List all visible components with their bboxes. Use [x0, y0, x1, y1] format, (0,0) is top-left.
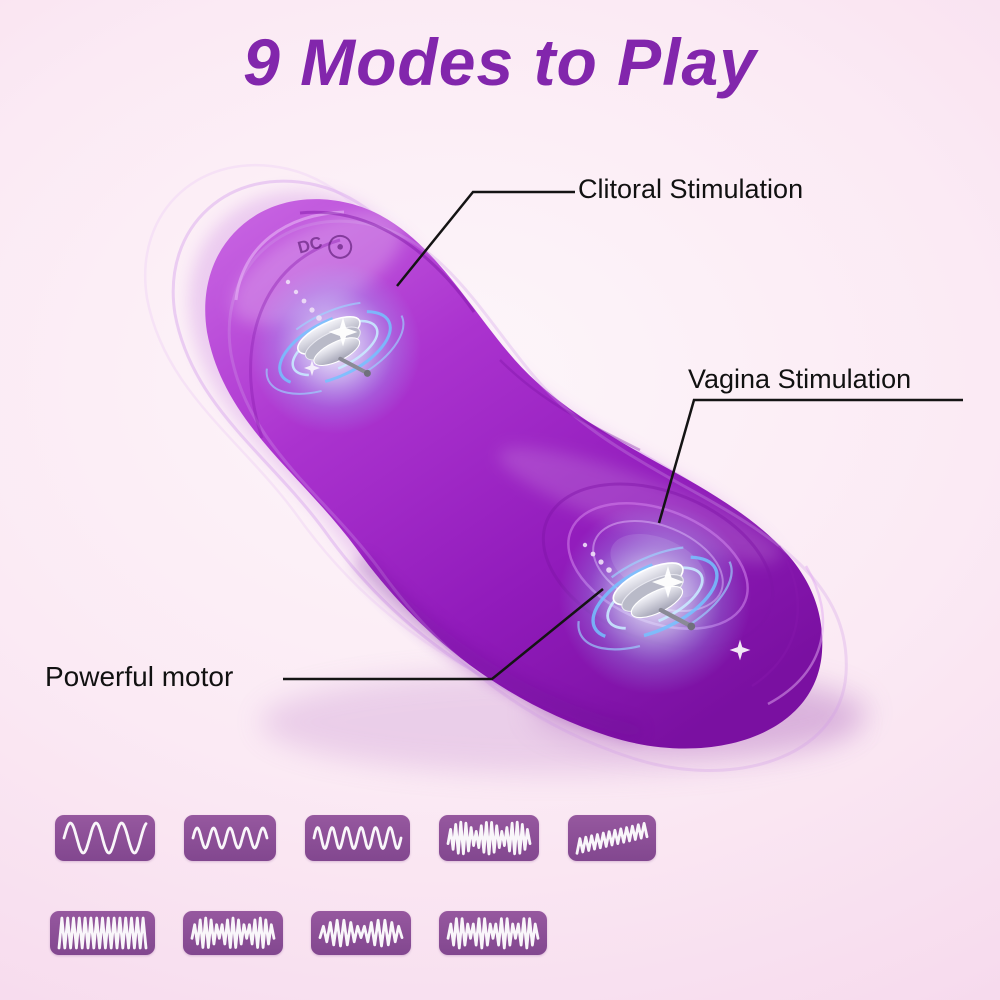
waveform-rising-zigzag-icon — [575, 822, 649, 855]
mode-2-medium-sine-badge — [184, 815, 276, 861]
waveform-sine-medium-icon-path — [191, 826, 269, 850]
waveform-mixed-icon-path — [318, 918, 404, 948]
mode-4-pulse-burst-badge — [439, 815, 539, 861]
waveform-zigzag-dense-icon — [57, 916, 148, 950]
waveform-random-burst-icon-path — [446, 917, 540, 950]
waveform-strong-burst-icon — [190, 916, 276, 949]
mode-5-rising-zigzag-badge — [568, 815, 656, 861]
vagina-stimulation-label: Vagina Stimulation — [688, 364, 912, 394]
mode-7-strong-burst-badge — [183, 911, 283, 955]
waveform-sine-medium-icon — [191, 826, 269, 850]
waveform-burst-icon-path — [446, 820, 532, 856]
waveform-sine-dense-icon — [312, 826, 403, 850]
waveform-sine-dense-icon-path — [312, 826, 403, 850]
powerful-motor-label: Powerful motor — [45, 661, 234, 692]
mode-icons-row-1 — [55, 815, 656, 861]
motor-spring-dots — [285, 279, 612, 573]
mode-8-mixed-zigzag-badge — [311, 911, 411, 955]
clitoral-motor-icon — [247, 260, 423, 436]
waveform-sine-wide-icon-path — [62, 821, 148, 855]
mode-6-dense-zigzag-badge — [50, 911, 155, 955]
waveform-rising-zigzag-icon-path — [575, 822, 649, 855]
waveform-sine-wide-icon — [62, 821, 148, 855]
mode-9-random-burst-badge — [439, 911, 547, 955]
waveform-burst-icon — [446, 820, 532, 856]
vagina-callout-line — [657, 398, 963, 524]
motor-callout-line — [283, 588, 604, 681]
clitoral-callout-line — [396, 190, 575, 287]
waveform-mixed-icon — [318, 918, 404, 948]
waveform-zigzag-dense-icon-path — [57, 916, 148, 950]
vaginal-motor-icon — [559, 502, 752, 695]
clitoral-stimulation-label: Clitoral Stimulation — [578, 174, 804, 204]
page-title: 9 Modes to Play — [243, 25, 757, 99]
waveform-strong-burst-icon-path — [190, 916, 276, 949]
mode-3-fast-sine-badge — [305, 815, 410, 861]
mode-icons-row-2 — [50, 911, 547, 955]
callout-lines — [283, 190, 963, 681]
waveform-random-burst-icon — [446, 917, 540, 950]
mode-1-slow-sine-badge — [55, 815, 155, 861]
